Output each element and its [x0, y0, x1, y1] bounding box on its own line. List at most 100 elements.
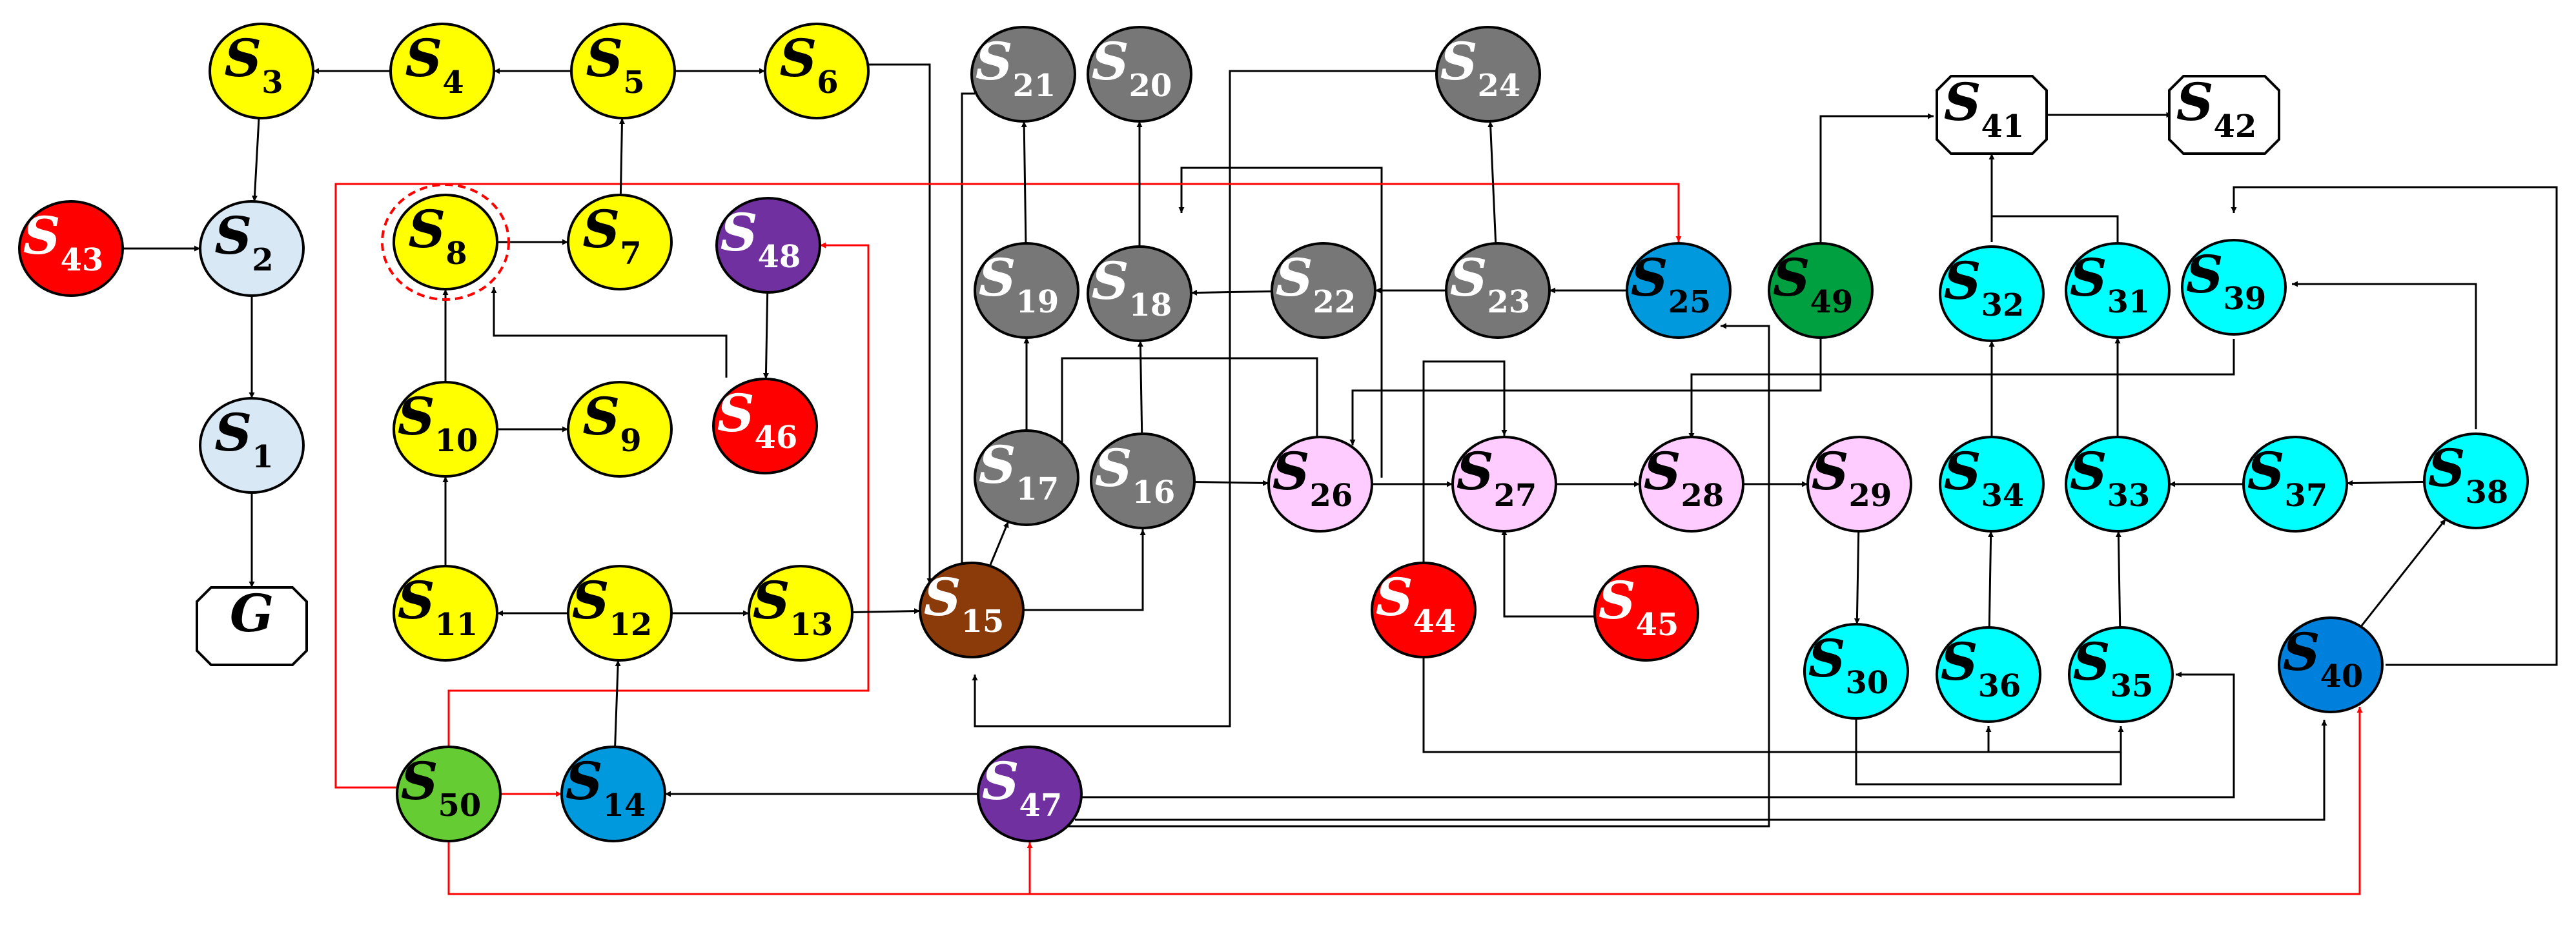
node-s43: S43: [18, 200, 124, 297]
node-label: S31: [2070, 247, 2151, 320]
node-subscript: 38: [2465, 474, 2508, 511]
node-shape: [567, 565, 673, 662]
node-label: S6: [779, 28, 838, 101]
edge-s35-to-s33: [2115, 531, 2121, 628]
node-shape: [1087, 26, 1192, 123]
node-s50: S50: [396, 746, 502, 842]
node-label: S11: [398, 570, 478, 643]
node-label: S9: [582, 386, 641, 459]
node-shape: [393, 194, 498, 290]
edge-s29-to-s30: [1854, 531, 1860, 625]
node-label: S48: [721, 202, 801, 275]
node-label: S19: [979, 247, 1059, 320]
node-label: S10: [398, 386, 478, 459]
node-s15: S15: [919, 562, 1025, 658]
edge-s38-to-s37: [2346, 480, 2425, 486]
edge-s16-to-s18: [1137, 340, 1143, 434]
node-shape: [1803, 623, 1909, 720]
node-shape: [2168, 75, 2280, 155]
node-subscript: 26: [1309, 478, 1353, 514]
node-s13: S13: [748, 565, 854, 662]
node-subscript: 23: [1487, 284, 1530, 320]
edge-s46-to-s8: [491, 287, 728, 378]
node-s4: S4: [389, 23, 495, 119]
node-label: S15: [924, 567, 1005, 640]
node-s11: S11: [393, 565, 498, 662]
edge-s49-to-s26: [1349, 339, 1822, 445]
node-label: S25: [1631, 247, 1712, 320]
node-subscript: 34: [1981, 478, 2024, 514]
node-label: S23: [1450, 247, 1531, 320]
node-subscript: 18: [1129, 287, 1172, 323]
node-label: S28: [1644, 441, 1724, 514]
node-shape: [393, 381, 498, 478]
node-subscript: 2: [252, 242, 273, 278]
node-shape: [1090, 432, 1196, 529]
edge-s36-to-s34: [1988, 531, 1994, 628]
node-label: S17: [979, 434, 1059, 507]
node-subscript: 7: [620, 236, 641, 272]
node-s34: S34: [1939, 436, 2045, 533]
node-label: S2: [214, 205, 273, 278]
edge-s47-to-s35: [1068, 671, 2235, 798]
node-subscript: 6: [817, 65, 838, 101]
node-shape: [2423, 432, 2529, 529]
node-subscript: 15: [961, 604, 1004, 640]
node-subscript: 22: [1313, 284, 1356, 320]
node-subscript: 39: [2223, 281, 2266, 317]
node-shape: [199, 397, 305, 494]
edge-s21-to-s15: [959, 92, 975, 581]
node-label: S42: [2176, 72, 2257, 145]
node-shape: [2278, 616, 2384, 713]
node-label: S36: [1941, 631, 2021, 704]
node-subscript: 40: [2320, 658, 2363, 695]
node-subscript: 29: [1848, 478, 1892, 514]
node-subscript: 33: [2107, 478, 2150, 514]
edge-s38-to-s39: [2292, 281, 2477, 429]
node-s3: S3: [209, 23, 314, 119]
node-label: S8: [408, 199, 467, 272]
node-subscript: 16: [1132, 474, 1175, 511]
node-shape: [1768, 242, 1874, 339]
node-label: S27: [1457, 441, 1537, 514]
node-label: S43: [23, 205, 104, 278]
node-label: S35: [2073, 631, 2154, 704]
node-subscript: 11: [434, 607, 478, 643]
edge-s13-to-s15: [852, 608, 921, 615]
node-shape: [393, 565, 498, 662]
node-subscript: 41: [1981, 108, 2024, 145]
node-shape: [715, 197, 821, 294]
node-s46: S46: [712, 378, 818, 474]
node-subscript: 9: [620, 423, 641, 459]
node-g: G: [196, 583, 308, 666]
node-subscript: 43: [60, 242, 103, 278]
node-subscript: 32: [1981, 287, 2024, 323]
node-s49: S49: [1768, 242, 1874, 339]
edge-s22-to-s18: [1191, 289, 1273, 296]
node-shape: [199, 200, 305, 297]
edge-s40-to-s38: [2360, 518, 2447, 627]
node-label: S14: [566, 751, 646, 824]
node-s23: S23: [1445, 242, 1551, 339]
node-label: S29: [1812, 441, 1892, 514]
node-shape: [560, 746, 666, 842]
node-shape: [974, 429, 1079, 526]
node-s19: S19: [974, 242, 1079, 339]
node-subscript: 24: [1477, 68, 1520, 104]
node-shape: [389, 23, 495, 119]
node-label: S16: [1095, 438, 1176, 511]
node-subscript: 42: [2213, 108, 2256, 145]
node-shape: [196, 586, 308, 666]
node-subscript: 17: [1016, 471, 1059, 507]
routed-connectors: [334, 63, 2558, 895]
node-s14: S14: [560, 746, 666, 842]
node-s7: S7: [567, 194, 673, 290]
edge-s31-to-s41: [1992, 215, 2119, 242]
node-label: S30: [1808, 628, 1889, 701]
node-s26: S26: [1267, 436, 1373, 533]
node-s10: S10: [393, 381, 498, 478]
node-s31: S31: [2065, 242, 2171, 339]
edge-s40-to-s39: [2231, 186, 2558, 666]
node-s38: S38: [2423, 432, 2529, 529]
